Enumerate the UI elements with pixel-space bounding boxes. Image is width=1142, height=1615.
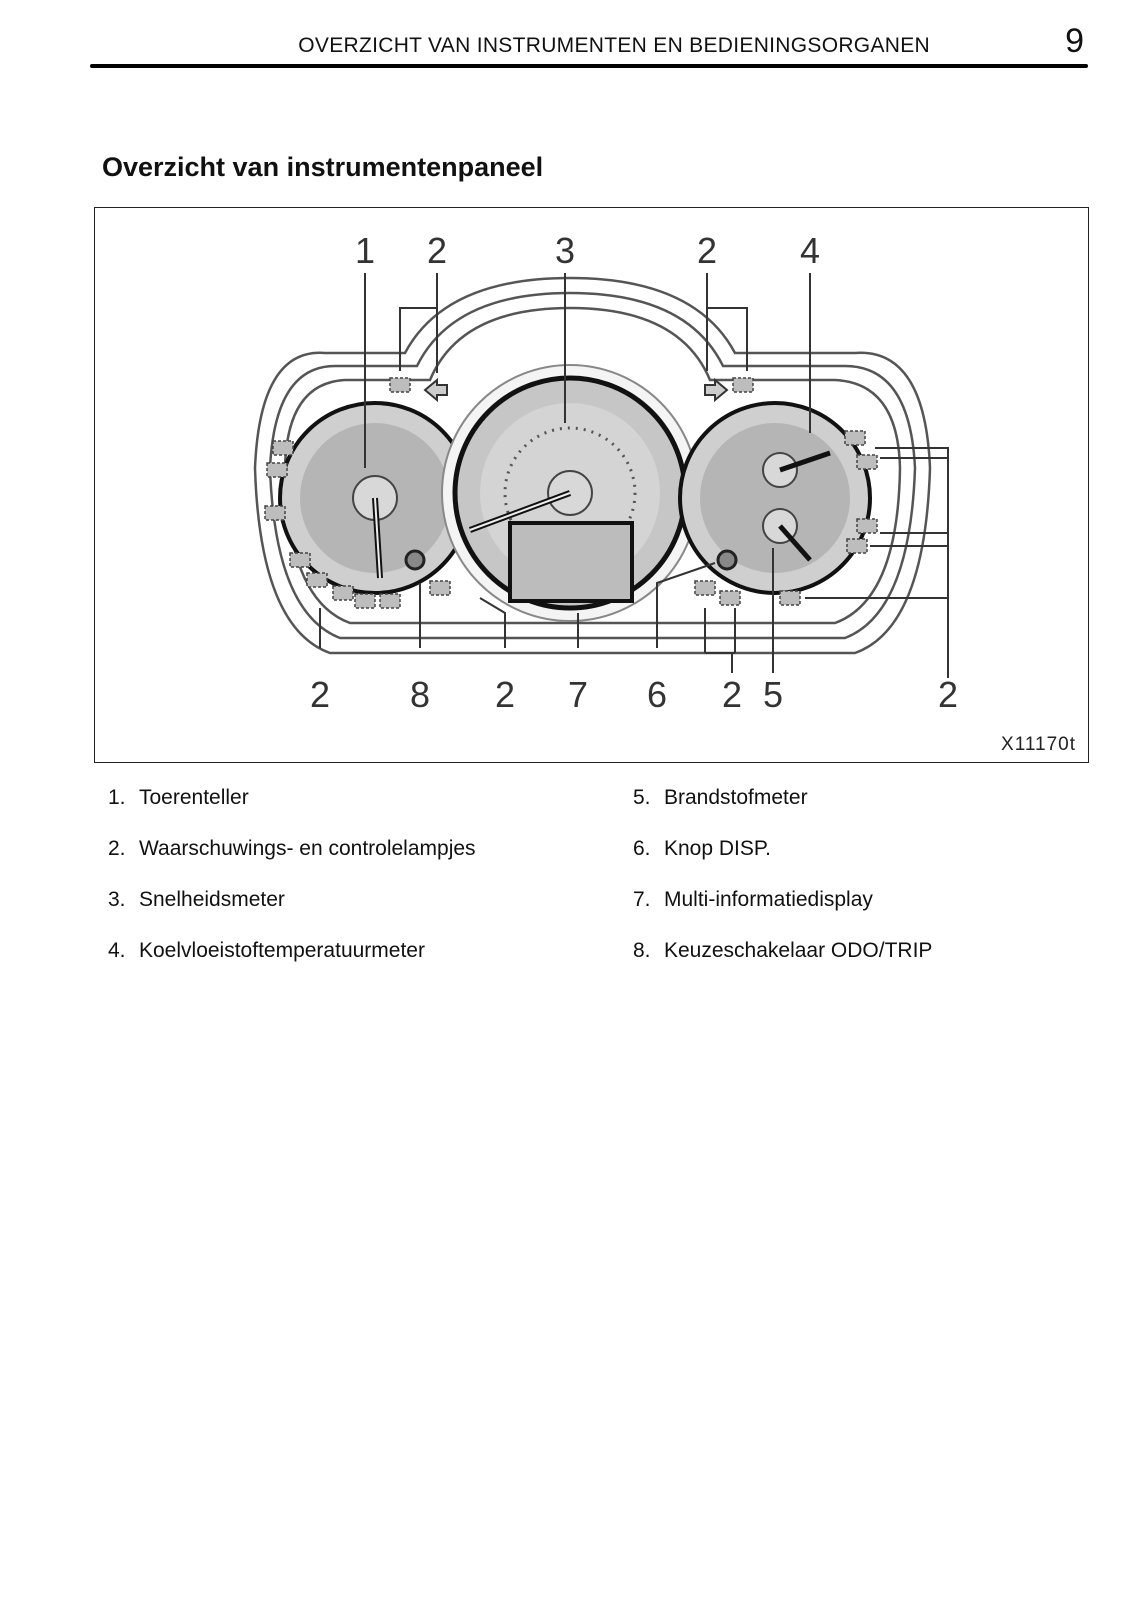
- tachometer: [278, 401, 472, 595]
- callout-2-bottom-3: 2: [721, 674, 743, 715]
- instrument-panel-figure: 1 2 3 2 4 2 8 2 7 6 2 5 2 X11170t: [94, 207, 1089, 763]
- legend-label: Waarschuwings- en controlelampjes: [139, 837, 476, 860]
- callout-2-bottom-4: 2: [937, 674, 959, 715]
- legend-number: 7.: [633, 888, 651, 911]
- arrow-right-icon: [704, 377, 729, 403]
- legend-item: 4. Koelvloeistoftemperatuurmeter: [108, 939, 568, 990]
- legend-item: 7. Multi-informatiedisplay: [633, 888, 1093, 939]
- callout-7: 7: [567, 674, 589, 715]
- legend-number: 6.: [633, 837, 651, 860]
- arrow-left-icon: [423, 377, 448, 403]
- legend-number: 2.: [108, 837, 126, 860]
- callout-2-top-right: 2: [696, 230, 718, 271]
- callout-1: 1: [354, 230, 376, 271]
- legend-label: Brandstofmeter: [664, 786, 808, 809]
- legend-number: 4.: [108, 939, 126, 962]
- legend-item: 8. Keuzeschakelaar ODO/TRIP: [633, 939, 1093, 990]
- callout-2-bottom-1: 2: [309, 674, 331, 715]
- legend-label: Toerenteller: [139, 786, 249, 809]
- callout-4: 4: [799, 230, 821, 271]
- legend-number: 8.: [633, 939, 651, 962]
- legend-number: 3.: [108, 888, 126, 911]
- legend-item: 1. Toerenteller: [108, 786, 568, 837]
- instrument-cluster-drawing: [253, 273, 949, 678]
- figure-code: X11170t: [1001, 734, 1076, 755]
- callout-2-top-left: 2: [426, 230, 448, 271]
- legend-item: 3. Snelheidsmeter: [108, 888, 568, 939]
- page-number: 9: [1065, 22, 1084, 60]
- legend-column-left: 1. Toerenteller 2. Waarschuwings- en contr…: [108, 786, 568, 990]
- legend-number: 1.: [108, 786, 126, 809]
- legend-label: Multi-informatiedisplay: [664, 888, 873, 911]
- legend-item: 6. Knop DISP.: [633, 837, 1093, 888]
- header-title: OVERZICHT VAN INSTRUMENTEN EN BEDIENINGS…: [298, 34, 930, 57]
- callout-leader-lines: [319, 273, 949, 678]
- legend-label: Snelheidsmeter: [139, 888, 285, 911]
- callout-2-bottom-2: 2: [494, 674, 516, 715]
- legend-number: 5.: [633, 786, 651, 809]
- legend-item: 5. Brandstofmeter: [633, 786, 1093, 837]
- temp-fuel-gauge: [678, 401, 872, 595]
- callout-5: 5: [762, 674, 784, 715]
- callout-3: 3: [554, 230, 576, 271]
- section-title: Overzicht van instrumentenpaneel: [102, 152, 544, 182]
- legend-column-right: 5. Brandstofmeter 6. Knop DISP. 7. Multi-in…: [633, 786, 1093, 990]
- legend-label: Knop DISP.: [664, 837, 772, 860]
- callout-8: 8: [409, 674, 431, 715]
- legend-label: Keuzeschakelaar ODO/TRIP: [664, 939, 933, 962]
- legend-label: Koelvloeistoftemperatuurmeter: [139, 939, 425, 962]
- callout-6: 6: [646, 674, 668, 715]
- header-divider: [90, 64, 1088, 68]
- legend-item: 2. Waarschuwings- en controlelampjes: [108, 837, 568, 888]
